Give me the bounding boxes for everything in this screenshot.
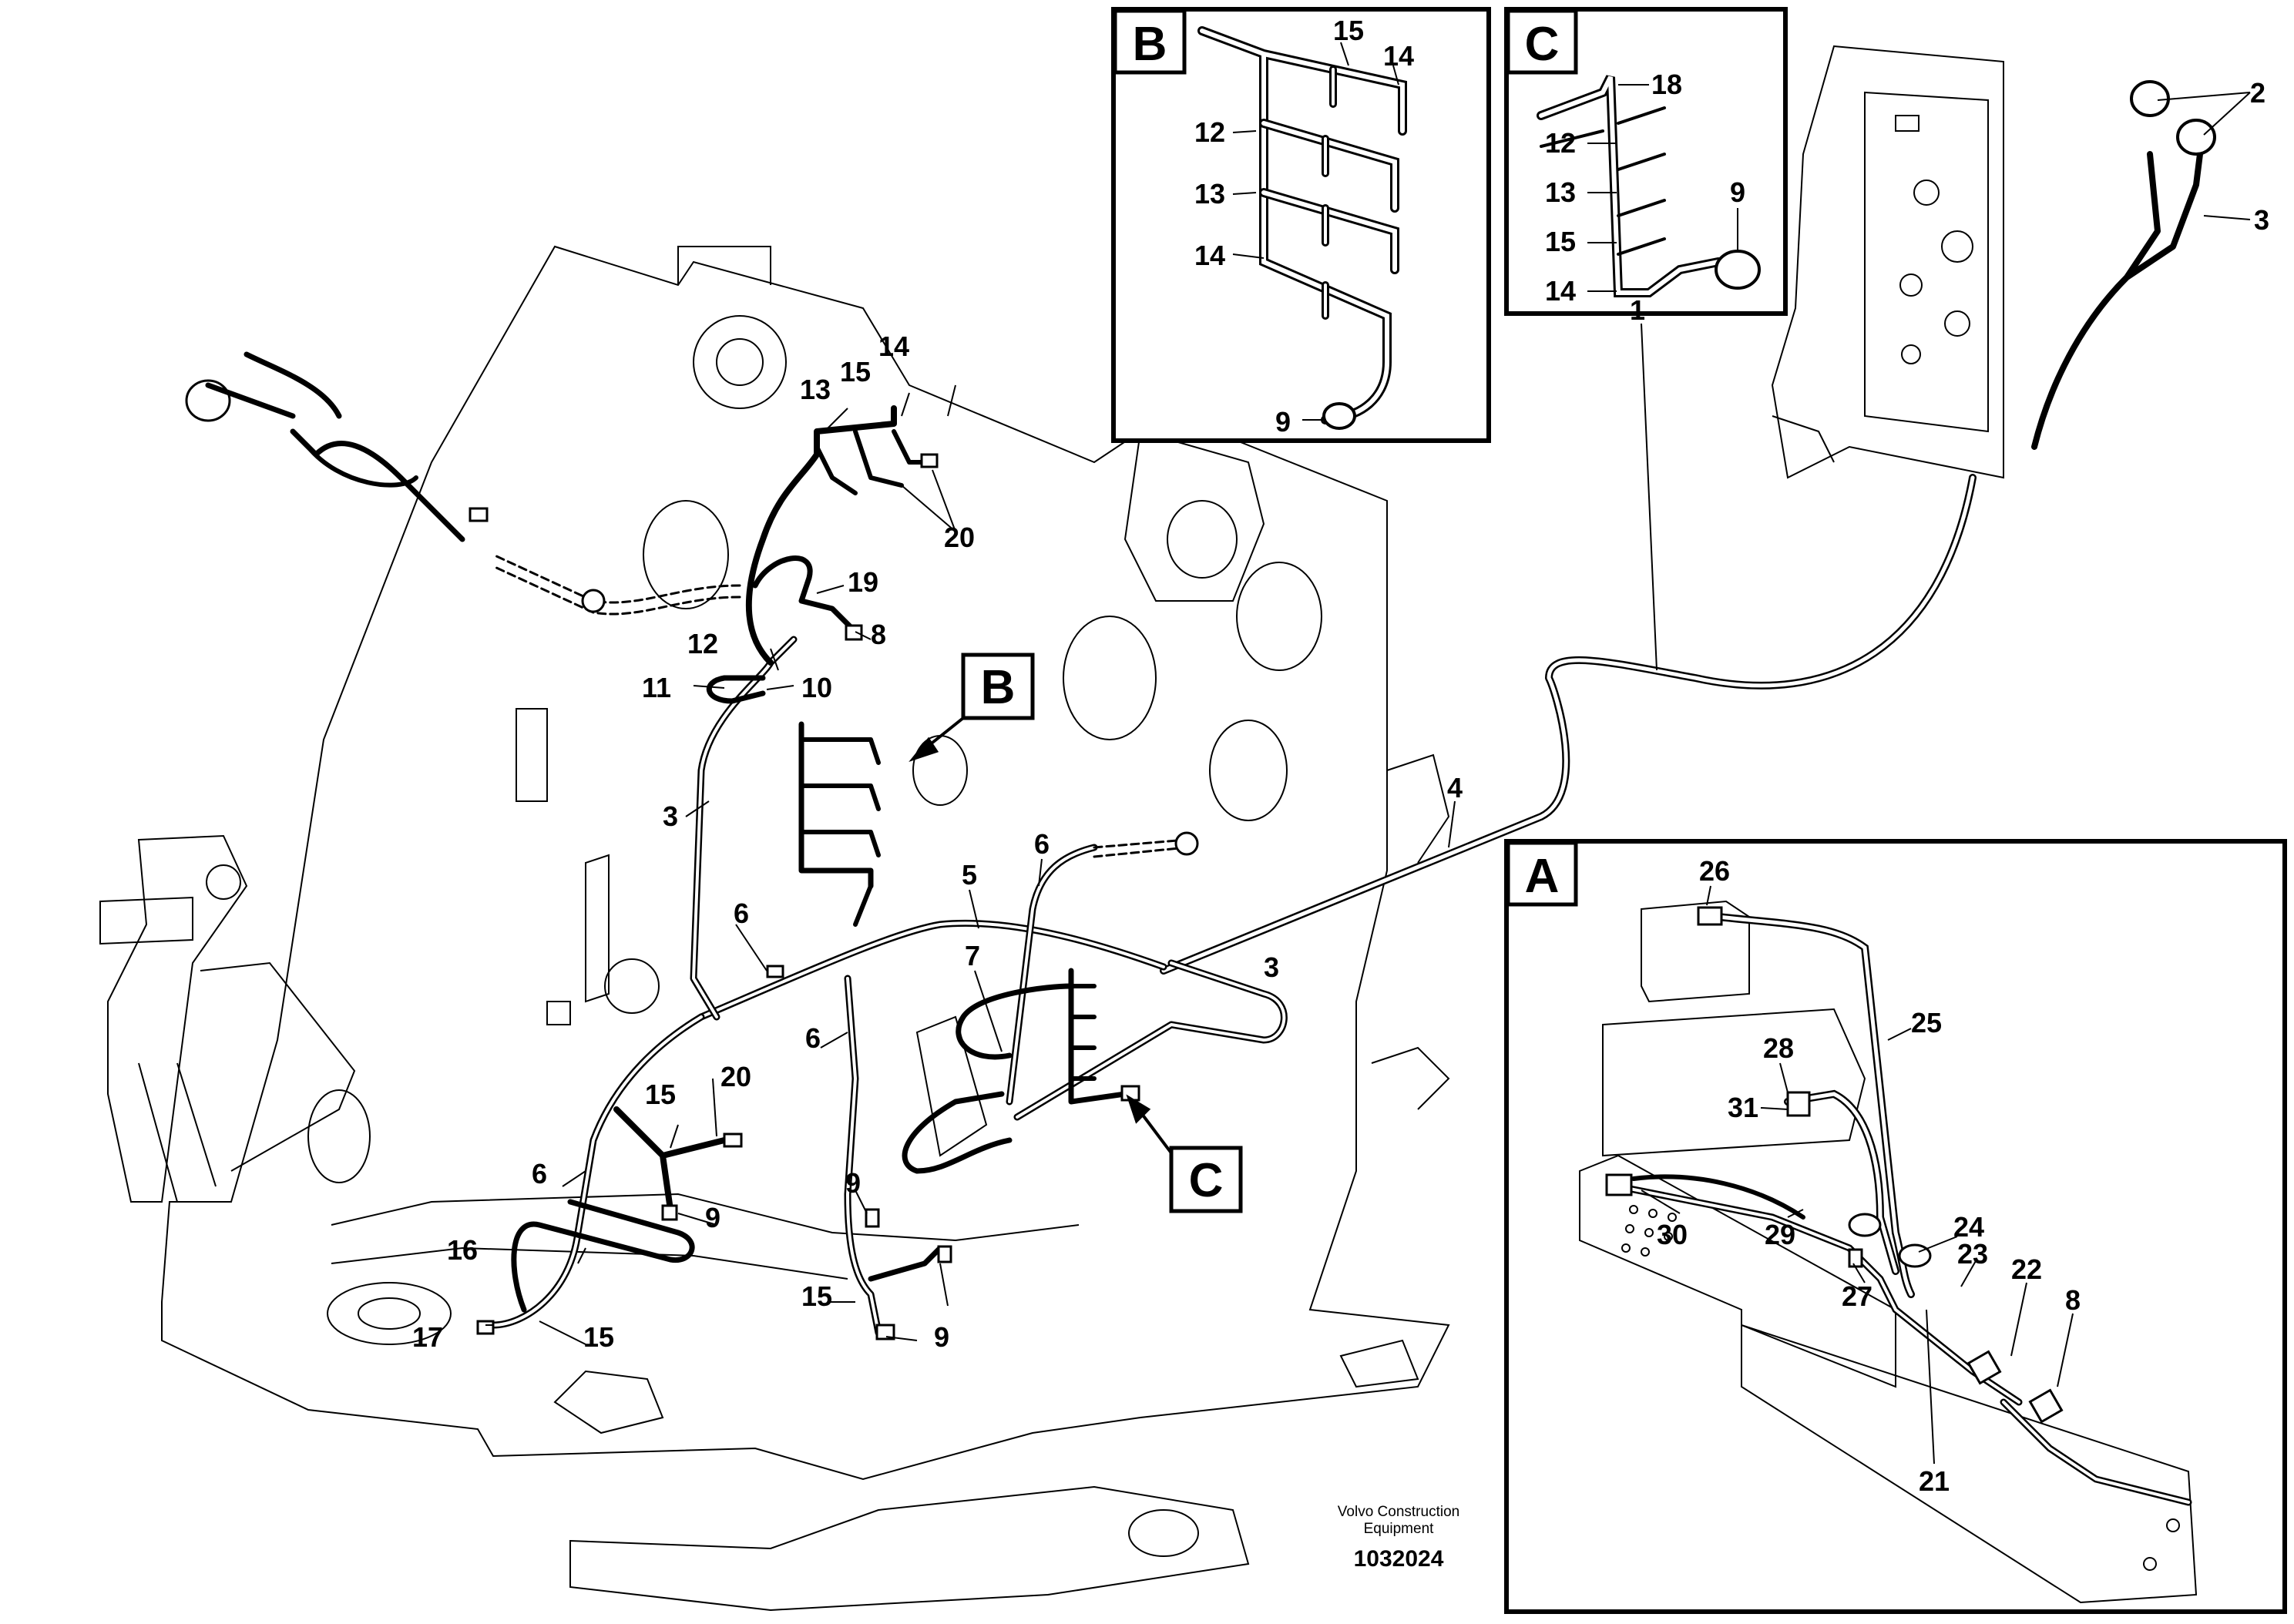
detail-b-label: B: [1133, 18, 1167, 71]
callout-7: 7: [965, 940, 980, 971]
callout-15-c: 15: [583, 1321, 614, 1353]
callout-3-left: 3: [663, 800, 678, 832]
detail-a-callout-26: 26: [1699, 855, 1730, 887]
callout-6-middle: 6: [805, 1022, 821, 1054]
connectors: [469, 453, 1199, 1340]
detail-b-callout-14b: 14: [1194, 240, 1225, 271]
callout-9-b: 9: [845, 1167, 861, 1199]
detail-c-callout-13: 13: [1545, 176, 1576, 208]
detail-a-callout-27: 27: [1842, 1280, 1872, 1312]
cab-connectors: [2130, 80, 2216, 156]
callout-6-upper: 6: [1034, 828, 1050, 860]
callout-5: 5: [962, 859, 977, 891]
detail-box-c: C 18 12 13 15 14 9: [1504, 7, 1788, 316]
publisher-line-1: Volvo Construction: [1338, 1504, 1459, 1520]
detail-c-callout-12: 12: [1545, 127, 1576, 159]
cab-panel: [1771, 45, 2004, 479]
detail-c-callout-14: 14: [1545, 275, 1576, 307]
loader-frame: [99, 245, 1450, 1612]
detail-c-callout-9: 9: [1730, 176, 1745, 208]
document-caption: Volvo Construction Equipment 1032024: [1338, 1504, 1459, 1572]
main-boxed-callouts: B C: [961, 653, 1243, 1213]
callout-12: 12: [687, 628, 718, 659]
callout-leaders: [485, 92, 2251, 1345]
callout-15-a: 15: [645, 1079, 676, 1110]
callout-1: 1: [1630, 294, 1645, 326]
detail-a-label: A: [1525, 850, 1560, 903]
callout-8: 8: [871, 619, 886, 650]
detail-a-callout-28: 28: [1763, 1032, 1794, 1064]
detail-a-callout-31: 31: [1728, 1092, 1758, 1123]
callout-9-c: 9: [934, 1321, 949, 1353]
detail-c-callout-18: 18: [1651, 69, 1682, 100]
detail-c-label: C: [1525, 18, 1560, 71]
callout-19: 19: [848, 566, 878, 598]
main-callouts: 1 2 3 4 5 6 7 3 6 6 3 6 15 20 9 9 15 9 1…: [412, 77, 2269, 1353]
detail-a-callout-30: 30: [1657, 1219, 1688, 1250]
callout-4: 4: [1447, 772, 1463, 804]
publisher-line-2: Equipment: [1364, 1521, 1435, 1537]
detail-b-callout-12: 12: [1194, 116, 1225, 148]
callout-6-left: 6: [734, 898, 749, 929]
detail-a-callout-25: 25: [1911, 1007, 1942, 1038]
callout-10: 10: [801, 672, 832, 703]
callout-11: 11: [642, 672, 671, 703]
detail-a-callout-8: 8: [2065, 1284, 2081, 1316]
detail-b-callout-13: 13: [1194, 178, 1225, 210]
harness-lines: [185, 120, 2207, 1337]
callout-20-lower: 20: [720, 1061, 751, 1092]
main-callout-c: C: [1189, 1154, 1224, 1207]
main-callout-b: B: [981, 661, 1016, 714]
detail-box-a: A: [1504, 839, 2287, 1614]
detail-b-callout-9: 9: [1275, 406, 1291, 438]
detail-b-callout-14a: 14: [1383, 40, 1414, 72]
detail-c-callout-15: 15: [1545, 226, 1576, 257]
callout-16: 16: [447, 1234, 478, 1266]
callout-9-a: 9: [705, 1202, 720, 1233]
callout-2: 2: [2250, 77, 2265, 109]
callout-3-cab: 3: [2254, 204, 2269, 236]
document-number: 1032024: [1354, 1546, 1444, 1572]
callout-13: 13: [800, 374, 831, 405]
detail-box-b: B 15 14 12 13 14 9: [1111, 7, 1491, 443]
callout-14: 14: [878, 331, 909, 362]
callout-15-d: 15: [840, 356, 871, 388]
callout-6-lower: 6: [532, 1158, 547, 1189]
detail-a-callout-29: 29: [1765, 1219, 1795, 1250]
detail-a-callout-23: 23: [1957, 1238, 1988, 1270]
detail-a-callout-21: 21: [1919, 1465, 1950, 1497]
detail-a-callout-24: 24: [1953, 1211, 1984, 1243]
detail-a-callout-22: 22: [2011, 1253, 2042, 1285]
callout-15-b: 15: [801, 1280, 832, 1312]
callout-20-upper: 20: [944, 522, 975, 553]
callout-3-right: 3: [1264, 951, 1279, 983]
detail-b-callout-15: 15: [1333, 15, 1364, 46]
callout-17: 17: [412, 1321, 443, 1353]
